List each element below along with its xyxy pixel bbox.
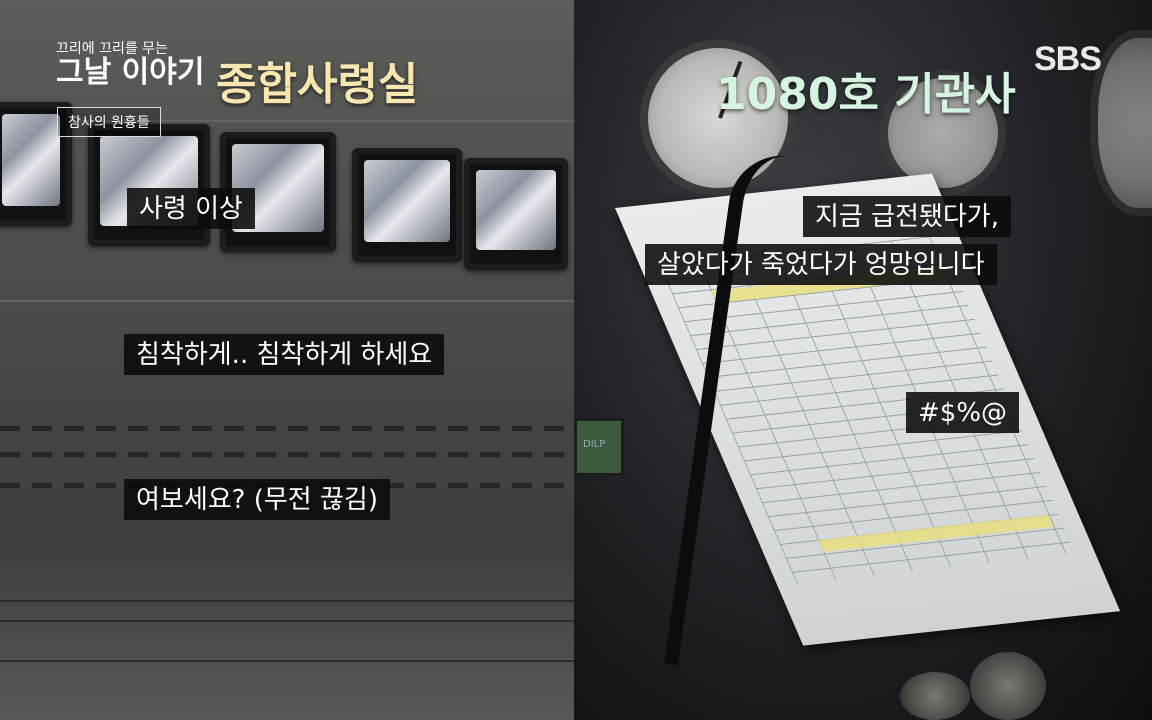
left-panel-title: 종합사령실 [216,59,419,110]
console-cabinet [0,560,574,720]
program-logo: 끄리에 끄리를 무는 그날 이야기 [56,42,204,88]
pressure-gauge [880,70,1006,196]
control-knob [970,652,1046,720]
dilp-label: DILP [583,439,606,450]
cctv-monitor [352,148,462,262]
episode-tag: 참사의 원흉들 [57,107,161,137]
logo-line1: 끄리에 끄리를 무는 [56,41,168,57]
right-panel-title: 1080호 기관사 [716,69,1016,120]
control-knob [900,672,970,720]
caption-right-1: 지금 급전됐다가, [803,196,1011,237]
caption-left-3: 여보세요? (무전 끊김) [124,479,390,520]
indicator-lights-row [0,452,574,457]
sbs-logo: SBS [1034,40,1102,78]
wall-band [0,120,574,122]
wall-band [0,300,574,302]
caption-left-1: 사령 이상 [127,188,255,229]
logo-line2: 그날 이야기 [56,55,205,90]
cctv-monitor [464,158,568,270]
dilp-indicator: DILP [574,418,624,476]
caption-right-3: #$%@ [906,392,1020,433]
indicator-lights-row [0,426,574,431]
pressure-gauge [640,40,796,196]
caption-right-2: 살았다가 죽었다가 엉망입니다 [645,244,997,285]
cctv-monitor [0,102,72,226]
caption-left-2: 침착하게.. 침착하게 하세요 [124,334,445,375]
